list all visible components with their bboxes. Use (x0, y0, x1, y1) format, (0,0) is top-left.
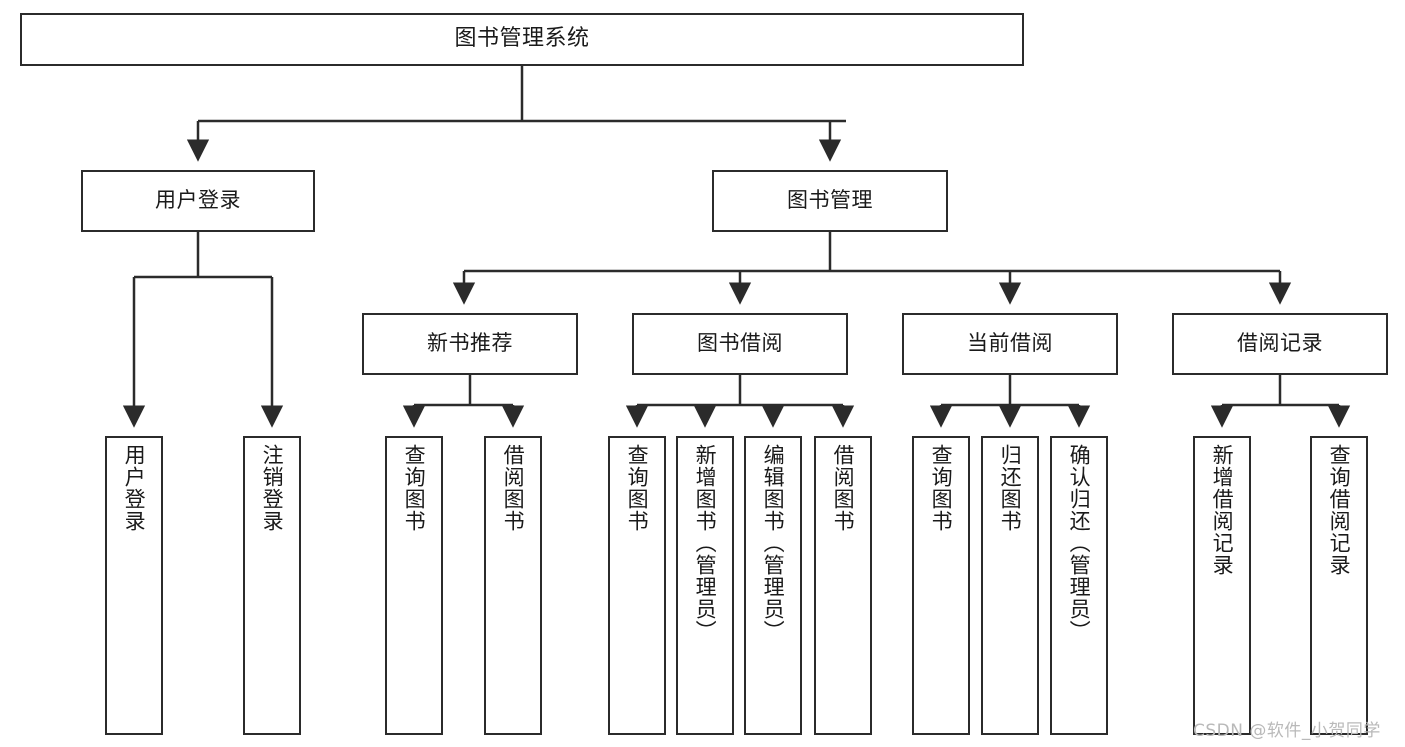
leaf-query-book-1-label: 查询图书 (402, 444, 427, 532)
node-user-login[interactable]: 用户登录 (81, 170, 315, 232)
node-borrow-record-label: 借阅记录 (1237, 331, 1323, 356)
leaf-logout-login-label: 注销登录 (260, 444, 285, 532)
leaf-logout-login[interactable]: 注销登录 (243, 436, 301, 735)
node-current-borrow[interactable]: 当前借阅 (902, 313, 1118, 375)
leaf-query-record-label: 查询借阅记录 (1327, 444, 1352, 576)
node-borrow-record[interactable]: 借阅记录 (1172, 313, 1388, 375)
leaf-query-record[interactable]: 查询借阅记录 (1310, 436, 1368, 735)
leaf-add-book[interactable]: 新增图书（管理员） (676, 436, 734, 735)
node-root-label: 图书管理系统 (454, 26, 590, 52)
leaf-query-book-3-label: 查询图书 (929, 444, 954, 532)
node-current-borrow-label: 当前借阅 (967, 331, 1053, 356)
leaf-borrow-book-2-label: 借阅图书 (831, 444, 856, 532)
csdn-watermark: CSDN @软件_小贺同学 (1193, 721, 1381, 741)
node-new-book-recommend[interactable]: 新书推荐 (362, 313, 578, 375)
leaf-confirm-return-label: 确认归还（管理员） (1067, 444, 1092, 642)
node-root[interactable]: 图书管理系统 (20, 13, 1024, 66)
node-book-manage[interactable]: 图书管理 (712, 170, 948, 232)
leaf-borrow-book-1-label: 借阅图书 (501, 444, 526, 532)
node-book-borrow-label: 图书借阅 (697, 331, 783, 356)
leaf-query-book-2[interactable]: 查询图书 (608, 436, 666, 735)
leaf-query-book-1[interactable]: 查询图书 (385, 436, 443, 735)
leaf-user-login-label: 用户登录 (122, 444, 147, 532)
leaf-confirm-return[interactable]: 确认归还（管理员） (1050, 436, 1108, 735)
leaf-borrow-book-1[interactable]: 借阅图书 (484, 436, 542, 735)
node-book-manage-label: 图书管理 (787, 188, 873, 213)
leaf-edit-book[interactable]: 编辑图书（管理员） (744, 436, 802, 735)
node-book-borrow[interactable]: 图书借阅 (632, 313, 848, 375)
leaf-return-book-label: 归还图书 (998, 444, 1023, 532)
node-new-book-recommend-label: 新书推荐 (427, 331, 513, 356)
leaf-edit-book-label: 编辑图书（管理员） (761, 444, 786, 642)
leaf-add-record-label: 新增借阅记录 (1210, 444, 1235, 576)
node-user-login-label: 用户登录 (155, 188, 241, 213)
leaf-return-book[interactable]: 归还图书 (981, 436, 1039, 735)
leaf-borrow-book-2[interactable]: 借阅图书 (814, 436, 872, 735)
leaf-query-book-2-label: 查询图书 (625, 444, 650, 532)
leaf-add-record[interactable]: 新增借阅记录 (1193, 436, 1251, 735)
leaf-query-book-3[interactable]: 查询图书 (912, 436, 970, 735)
leaf-user-login[interactable]: 用户登录 (105, 436, 163, 735)
leaf-add-book-label: 新增图书（管理员） (693, 444, 718, 642)
